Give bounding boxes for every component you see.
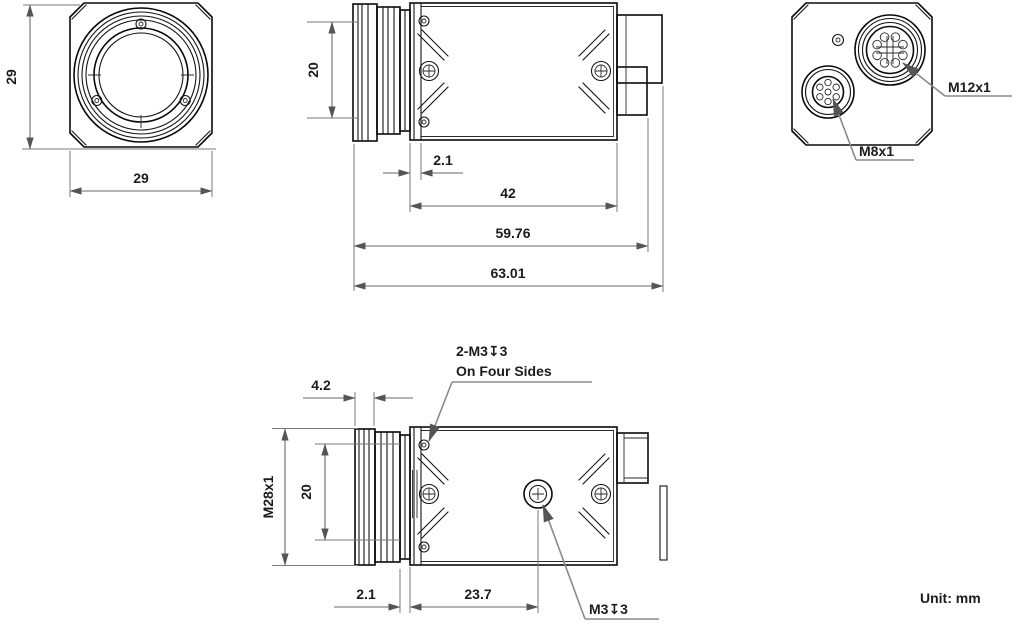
unit-note: Unit: mm — [920, 590, 981, 606]
label-m12-connector: M12x1 — [948, 79, 991, 95]
rear-connector-block-side — [616, 14, 663, 116]
lens-barrel-bottom — [354, 428, 411, 566]
bottom-view: 2-M3↧3 On Four Sides M28x1 20 4.2 2.1 23… — [260, 343, 668, 620]
note-mount-screws-line2: On Four Sides — [456, 363, 552, 379]
dim-rear-ring: 2.1 — [356, 586, 376, 602]
dim-front-height: 29 — [3, 69, 19, 85]
body-screws-bottom — [418, 439, 612, 553]
dim-bottom-bore: 20 — [298, 484, 314, 500]
rear-connector-block-bottom — [616, 432, 668, 561]
lens-mount-screws — [91, 18, 191, 107]
label-center-hole: M3↧3 — [589, 601, 628, 617]
rear-view: M12x1 M8x1 — [791, 2, 1012, 161]
center-tick-marks — [88, 74, 194, 128]
dim-hole-offset: 23.7 — [464, 586, 491, 602]
dim-side-bore: 20 — [305, 62, 321, 78]
body-screws-side — [418, 15, 612, 128]
m8-connector — [801, 65, 855, 119]
label-lens-thread: M28x1 — [260, 475, 276, 518]
label-m8-connector: M8x1 — [859, 143, 894, 159]
dim-side-body-length: 42 — [500, 185, 516, 201]
camera-body-side — [409, 2, 663, 141]
status-led — [831, 33, 845, 47]
tripod-mount-hole — [523, 479, 553, 509]
dim-front-width: 29 — [133, 170, 149, 186]
camera-body-bottom — [409, 426, 668, 566]
dim-front-ring: 4.2 — [311, 377, 331, 393]
lens-barrel — [352, 3, 411, 142]
dim-side-housing-length: 59.76 — [495, 225, 530, 241]
dim-side-flange: 2.1 — [433, 152, 453, 168]
dim-side-overall-length: 63.01 — [490, 265, 525, 281]
side-view: 20 2.1 42 59.76 63.01 — [305, 2, 664, 292]
front-view: 29 29 — [3, 2, 216, 197]
note-mount-screws-line1: 2-M3↧3 — [456, 343, 508, 359]
m12-connector — [854, 14, 926, 86]
